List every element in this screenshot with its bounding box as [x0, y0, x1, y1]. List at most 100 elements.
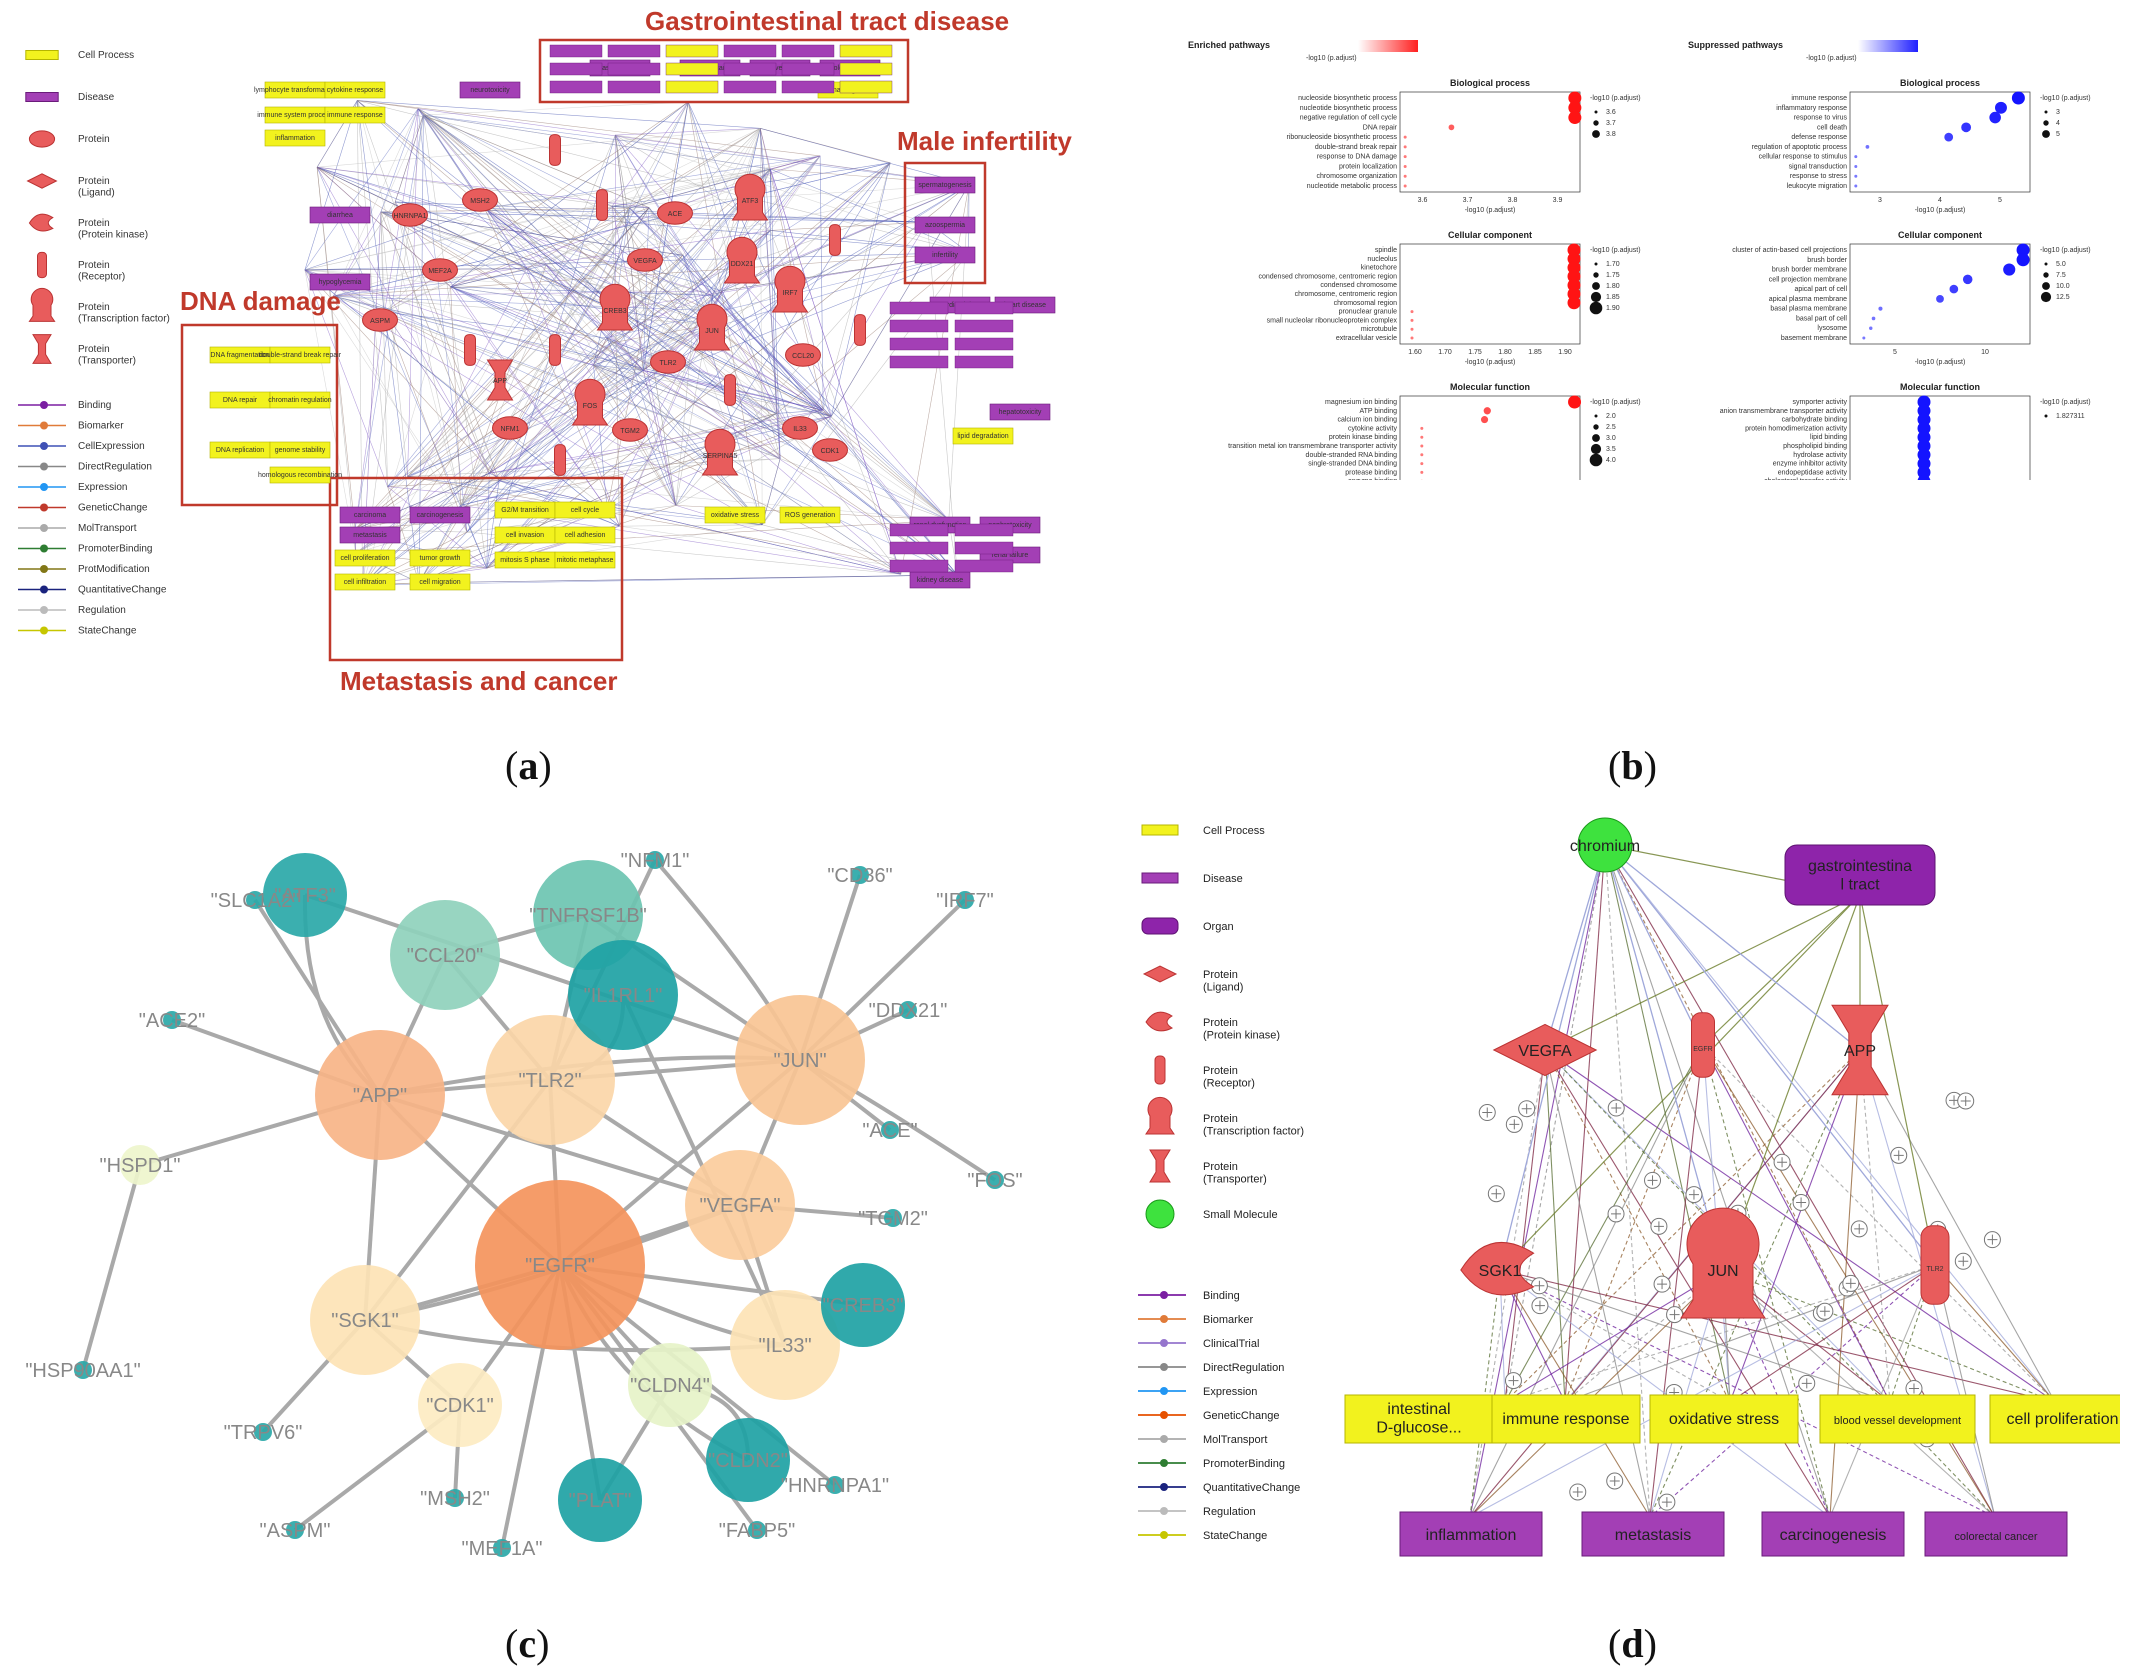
d-legend-node-purple-bar-icon — [1141, 872, 1179, 884]
network-edge — [489, 416, 832, 474]
legend-node-receptor-icon — [37, 251, 47, 279]
panel-c-ppi-network: "EGFR""APP""JUN""TLR2""VEGFA""SGK1""IL33… — [25, 850, 1022, 1560]
network-edge — [380, 211, 683, 256]
right-disease-box — [954, 541, 1014, 555]
network-edge — [354, 128, 761, 530]
network-edge — [619, 310, 711, 527]
network-edge — [593, 324, 712, 366]
network-edge — [822, 162, 891, 411]
edge-plus-sign — [1491, 1188, 1502, 1199]
legend-edge-label: QuantitativeChange — [78, 585, 167, 596]
disease-node — [1924, 1511, 2068, 1557]
edge-plus-sign — [1534, 1280, 1545, 1291]
cell-process-label: double-strand break repair — [259, 352, 342, 359]
ppi-node — [286, 1521, 304, 1539]
legend-node-label: Disease — [78, 92, 115, 103]
cell-process-box — [269, 346, 331, 364]
pathway-edge — [1499, 1269, 1831, 1518]
ppi-node-label: "SGK1" — [331, 1310, 399, 1332]
network-edge — [759, 128, 777, 414]
cell-process-label: DNA repair — [223, 397, 258, 404]
protein-node-label: DDX21 — [731, 261, 754, 268]
d-legend-node-label: Protein(Transporter) — [1203, 1161, 1267, 1186]
suppressed-facet-2-term: anion transmembrane transporter activity — [1720, 408, 1848, 415]
cell-process-label: lymphocyte transformation — [254, 87, 336, 94]
network-edge — [304, 100, 358, 270]
gi-box — [549, 80, 603, 94]
ppi-node — [120, 1145, 160, 1185]
ppi-node — [390, 900, 500, 1010]
d-legend-node-label: Protein(Ligand) — [1203, 969, 1243, 994]
cell-process-label: tumor growth — [420, 555, 461, 562]
network-edge — [643, 370, 958, 576]
enriched-facet-0-size-label: 3.6 — [1606, 109, 1616, 116]
ppi-node — [735, 995, 865, 1125]
network-edge — [776, 252, 969, 414]
pathway-edge — [1544, 1049, 1831, 1518]
suppressed-facet-1-term: apical plasma membrane — [1769, 296, 1847, 303]
pathway-edge — [1564, 1044, 1704, 1403]
network-edge — [484, 208, 771, 231]
network-edge — [357, 100, 419, 109]
enriched-facet-2-title: Molecular function — [1450, 382, 1530, 392]
suppressed-facet-0-tick: 4 — [1938, 197, 1942, 204]
legend-edge-marker — [40, 462, 48, 471]
network-edge — [357, 100, 821, 157]
suppressed-facet-2-term: protein homodimerization activity — [1745, 425, 1847, 432]
suppressed-facet-1-size-dot — [2043, 272, 2049, 278]
ppi-node — [748, 1521, 766, 1539]
suppressed-facet-0-term: signal transduction — [1789, 163, 1847, 170]
vegfa-ligand-node — [1492, 1023, 1598, 1077]
enriched-facet-0-tick: 3.8 — [1508, 197, 1518, 204]
network-edge — [394, 114, 424, 203]
network-edge — [499, 480, 949, 521]
cell-process-box — [409, 549, 471, 567]
suppressed-facet-1-term: apical part of cell — [1794, 286, 1847, 293]
suppressed-colorbar-label: -log10 (p.adjust) — [1806, 55, 1857, 62]
network-edge — [682, 255, 711, 311]
tlr2-label: TLR2 — [1926, 1266, 1943, 1273]
network-edge — [384, 128, 761, 313]
d-legend-node-label: Protein(Protein kinase) — [1203, 1017, 1280, 1042]
suppressed-facet-1-term: cluster of actin-based cell projections — [1732, 247, 1847, 254]
network-edge — [770, 168, 902, 575]
right-disease-box — [889, 301, 949, 315]
ppi-node-label: "CREB3" — [823, 1295, 904, 1317]
network-edge — [304, 269, 388, 487]
right-disease-box — [889, 319, 949, 333]
cell-process-label: immune system process — [257, 112, 333, 119]
enriched-facet-0-tick: 3.6 — [1418, 197, 1428, 204]
network-edge — [712, 128, 761, 296]
disease-label: colorectal cancer — [1954, 1531, 2037, 1543]
enriched-facet-0-point — [1568, 111, 1582, 125]
network-edge — [948, 184, 970, 521]
enriched-facet-1-term: condensed chromosome, centromeric region — [1258, 273, 1397, 280]
network-edge — [450, 286, 608, 510]
disease-box — [309, 206, 371, 224]
network-edge — [593, 364, 902, 575]
suppressed-facet-2-term: phospholipid binding — [1783, 443, 1847, 450]
enriched-facet-0-point — [1403, 174, 1407, 178]
network-edge — [546, 184, 970, 266]
network-edge — [484, 208, 620, 527]
right-disease-box — [889, 559, 949, 573]
legend-node-label: Protein(Transporter) — [78, 344, 136, 367]
edge-plus-sign — [1819, 1306, 1830, 1317]
d-legend-node-receptor-icon — [1154, 1055, 1166, 1085]
disease-box — [309, 273, 371, 291]
network-edge — [615, 134, 970, 185]
suppressed-facet-1-title: Cellular component — [1898, 230, 1982, 240]
pathway-edge — [1604, 844, 1704, 1046]
protein-node-label: MSH2 — [470, 198, 490, 205]
network-edge — [417, 108, 613, 207]
cell-process-box — [704, 506, 766, 524]
panel-b-enrichment: Enriched pathways-log10 (p.adjust)Suppre… — [1187, 40, 2091, 518]
d-legend-node-label: Cell Process — [1203, 825, 1265, 837]
enriched-facet-0-term: negative regulation of cell cycle — [1300, 115, 1397, 122]
tlr2-receptor-node — [1920, 1225, 1950, 1305]
suppressed-facet-1-point — [2016, 243, 2030, 257]
suppressed-facet-0-tick: 3 — [1878, 197, 1882, 204]
legend-node-label: Protein(Transcription factor) — [78, 302, 170, 325]
protein-node-label: ACE — [668, 211, 683, 218]
